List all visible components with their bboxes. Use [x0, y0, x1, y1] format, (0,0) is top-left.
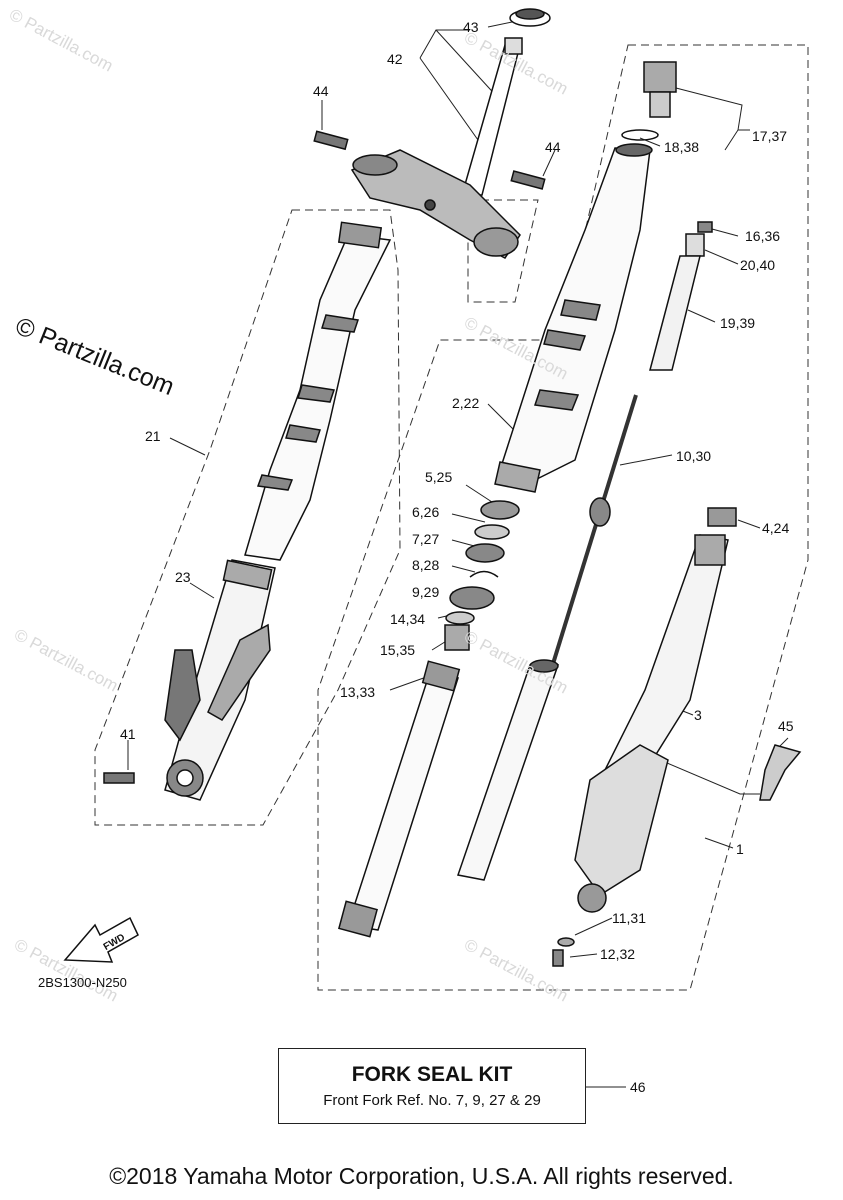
inner-tube-3 [603, 534, 729, 781]
spring-13 [347, 677, 460, 931]
bolt-44-left [313, 130, 349, 151]
callout-14-34: 14,34 [390, 611, 426, 627]
callout-21: 21 [145, 428, 161, 444]
callout-18-38: 18,38 [664, 139, 700, 155]
cap-bolt-17 [643, 61, 677, 93]
left-fork-group-outline [94, 209, 401, 826]
callout-11-31: 11,31 [612, 910, 646, 926]
nut-16 [697, 221, 713, 233]
callout-20-40: 20,40 [740, 257, 776, 273]
rod-10 [546, 394, 638, 681]
clip-8 [469, 570, 499, 578]
callout-6-26: 6,26 [412, 504, 440, 520]
callout-15-35: 15,35 [380, 642, 416, 658]
bolt-44-right [510, 170, 546, 190]
bracket-45 [759, 744, 802, 801]
dust-seal-9 [449, 586, 495, 610]
fwd-arrow-icon [63, 916, 139, 963]
callout-43: 43 [463, 19, 479, 35]
bolt-41 [103, 772, 135, 784]
part-15 [444, 624, 470, 651]
callout-13-33: 13,33 [340, 684, 376, 700]
callout-46: 46 [630, 1079, 646, 1095]
callout-19-39: 19,39 [720, 315, 756, 331]
fork-seal-kit-box: FORK SEAL KIT Front Fork Ref. No. 7, 9, … [278, 1048, 586, 1124]
callout-5-25: 5,25 [425, 469, 453, 485]
callout-41: 41 [120, 726, 136, 742]
inner-fork-group-outline [317, 44, 809, 991]
callout-44: 44 [545, 139, 561, 155]
callout-4-24: 4,24 [762, 520, 790, 536]
callout-10-30: 10,30 [676, 448, 712, 464]
diagram-code: 2BS1300-N250 [38, 975, 127, 990]
washer-6 [474, 524, 510, 540]
callout-12-32: 12,32 [600, 946, 636, 962]
callout-45: 45 [778, 718, 794, 734]
under-bracket [350, 149, 521, 259]
ring-14 [445, 611, 475, 625]
kit-title: FORK SEAL KIT [351, 1063, 513, 1086]
callout-3: 3 [694, 707, 702, 723]
collar-20 [685, 233, 705, 257]
kit-subtitle: Front Fork Ref. No. 7, 9, 27 & 29 [323, 1092, 541, 1109]
callout-7-27: 7,27 [412, 531, 440, 547]
callout-8-28: 8,28 [412, 557, 440, 573]
callout-42: 42 [387, 51, 403, 67]
copyright-notice: ©2018 Yamaha Motor Corporation, U.S.A. A… [109, 1163, 734, 1189]
rod-19 [649, 255, 701, 371]
oil-seal-7 [465, 543, 505, 563]
callout-23: 23 [175, 569, 191, 585]
callout-17-37: 17,37 [752, 128, 788, 144]
callout-16-36: 16,36 [745, 228, 781, 244]
callout-44: 44 [313, 83, 329, 99]
under-bracket-outline [467, 199, 539, 303]
bolt-12 [552, 949, 564, 967]
bushing-4 [707, 507, 737, 527]
washer-11 [557, 937, 575, 947]
callout-1: 1 [736, 841, 744, 857]
callout-2-22: 2,22 [452, 395, 480, 411]
callout-9-29: 9,29 [412, 584, 440, 600]
o-ring-18 [621, 129, 659, 141]
seal-5 [480, 500, 520, 520]
